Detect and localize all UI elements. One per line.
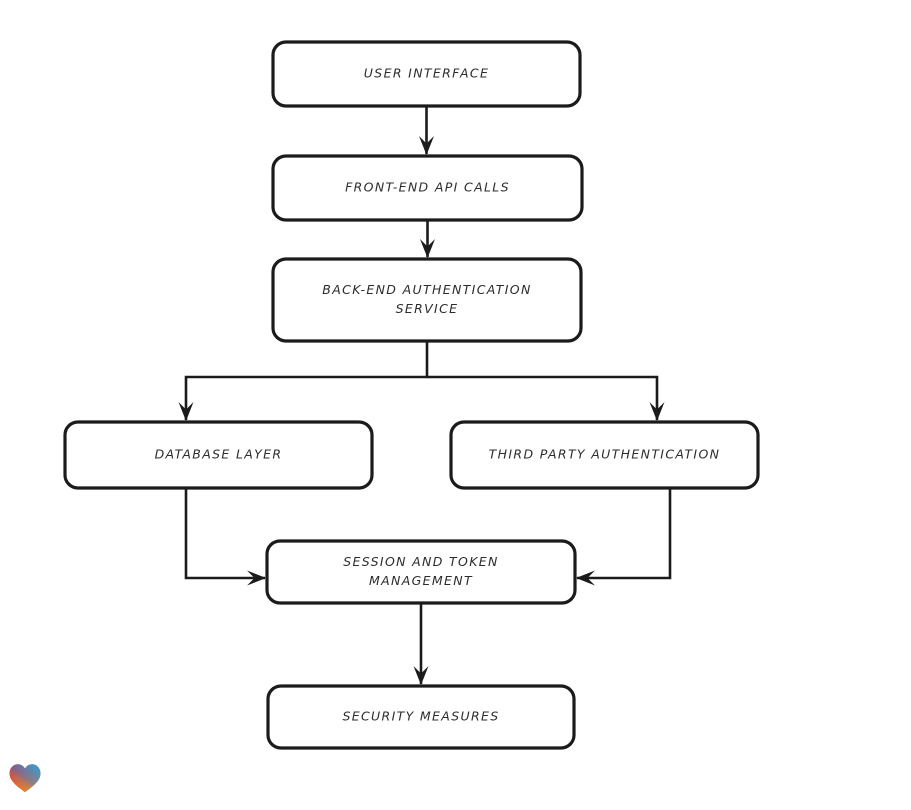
node-box[interactable] — [449, 420, 760, 490]
node-label: DATABASE LAYER — [155, 447, 283, 462]
edge-line — [184, 488, 265, 580]
node-label: SESSION AND TOKEN — [343, 554, 498, 569]
node-third-party-authentication[interactable]: THIRD PARTY AUTHENTICATION — [449, 420, 760, 490]
node-label: FRONT-END API CALLS — [345, 180, 510, 195]
node-label: MANAGEMENT — [369, 573, 473, 588]
arrow-head — [420, 239, 435, 258]
node-label: BACK-END AUTHENTICATION — [322, 282, 531, 297]
node-box[interactable] — [265, 539, 577, 605]
arrow-head — [178, 402, 194, 421]
heart-logo-icon — [8, 762, 42, 794]
node-back-end-authentication-service[interactable]: BACK-END AUTHENTICATION SERVICE — [271, 257, 583, 343]
node-box[interactable] — [63, 420, 374, 490]
node-box[interactable] — [271, 154, 584, 222]
nodes-layer: USER INTERFACE FRONT-END API CALLS BACK-EN… — [63, 40, 760, 750]
arrow-head — [419, 136, 434, 155]
node-session-and-token-management[interactable]: SESSION AND TOKEN MANAGEMENT — [265, 539, 577, 605]
edge-line — [577, 488, 672, 580]
edge-line — [427, 375, 659, 420]
node-label: SECURITY MEASURES — [342, 709, 499, 724]
arrow-head — [247, 570, 266, 586]
edge-edge-thirdparty-to-session — [576, 488, 672, 586]
edge-edge-ui-to-api — [419, 106, 434, 155]
node-label: SERVICE — [396, 301, 459, 316]
edge-edge-session-to-security — [413, 603, 429, 685]
node-database-layer[interactable]: DATABASE LAYER — [63, 420, 374, 490]
edge-edge-api-to-backend — [420, 220, 435, 258]
edge-edge-backend-to-database — [178, 341, 429, 421]
edge-line — [184, 341, 429, 420]
edge-edge-backend-to-thirdparty — [427, 375, 665, 421]
node-label: THIRD PARTY AUTHENTICATION — [489, 447, 721, 462]
node-box[interactable] — [271, 40, 582, 108]
arrow-head — [576, 570, 595, 586]
edge-edge-database-to-session — [184, 488, 266, 586]
arrow-head — [649, 402, 665, 421]
heart-icon — [9, 764, 41, 793]
edges-layer — [178, 106, 672, 685]
node-label: USER INTERFACE — [364, 66, 489, 81]
arrow-head — [413, 666, 429, 685]
node-user-interface[interactable]: USER INTERFACE — [271, 40, 582, 108]
node-box[interactable] — [271, 257, 583, 343]
node-security-measures[interactable]: SECURITY MEASURES — [266, 684, 576, 750]
node-box[interactable] — [266, 684, 576, 750]
node-front-end-api-calls[interactable]: FRONT-END API CALLS — [271, 154, 584, 222]
